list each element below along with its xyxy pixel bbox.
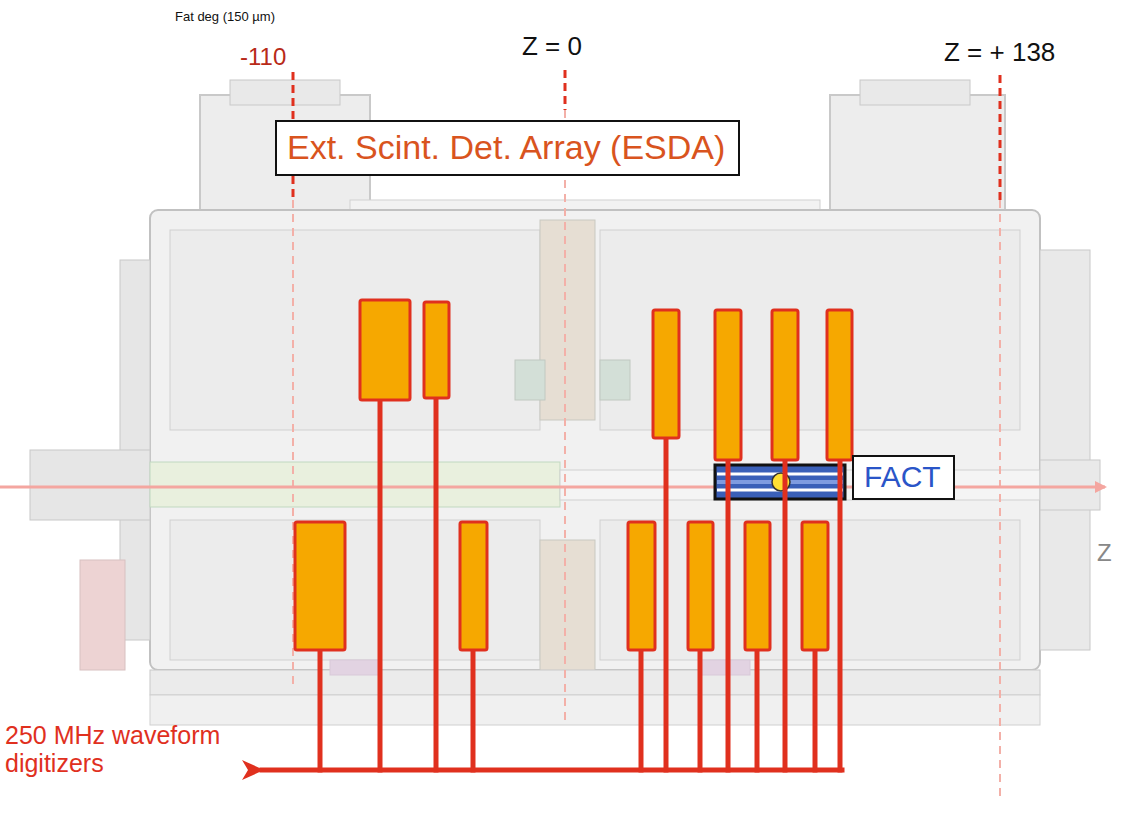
z-position: -110	[240, 44, 286, 70]
degrader-note: Fat deg (150 µm)	[175, 10, 275, 24]
axis-label: Z	[1097, 540, 1112, 566]
array-title-box: Ext. Scint. Det. Array (ESDA)	[275, 120, 740, 176]
z-position: Z = 0	[522, 32, 582, 61]
z-position: Z = + 138	[944, 38, 1055, 67]
cryostat-drawing	[30, 80, 1100, 725]
scintillator-bars	[295, 300, 852, 650]
signal-cables	[262, 398, 842, 770]
z-guide-lines	[293, 110, 1000, 800]
detector-label-box: FACT	[852, 455, 955, 500]
fact-detector	[715, 465, 845, 499]
readout-label: 250 MHz waveform digitizers	[5, 722, 230, 777]
box-text: FACT	[864, 460, 943, 495]
box-text: Ext. Scint. Det. Array (ESDA)	[287, 128, 728, 167]
